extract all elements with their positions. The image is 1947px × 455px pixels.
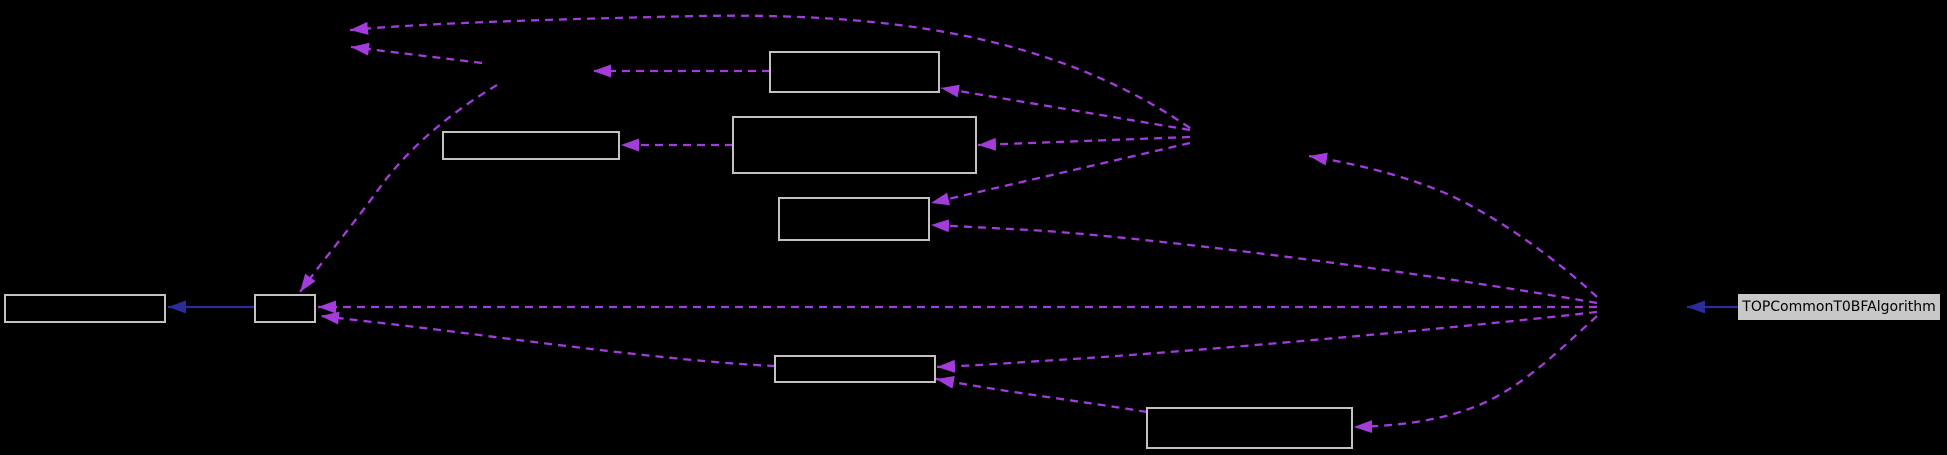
class-node-small[interactable] — [254, 294, 316, 323]
edge-invis-to-topleft — [350, 42, 483, 65]
dashed-edges — [299, 14, 1598, 434]
class-node-left[interactable] — [4, 294, 166, 323]
edge-hub-to-node-large — [977, 135, 1191, 151]
edge-node-bottomright-to-node-bottom — [935, 375, 1148, 414]
edge-right-hub-to-node-mid — [930, 219, 1598, 305]
class-node-top[interactable] — [769, 51, 940, 93]
edge-node-bottom-to-node-small — [320, 311, 776, 368]
edge-right-hub-to-node-bottom — [936, 310, 1598, 373]
edge-invis-to-node-small-left — [299, 84, 498, 293]
edge-hub-to-topleft — [349, 14, 1191, 129]
class-node-large[interactable] — [732, 116, 977, 174]
edge-hub-to-node-mid — [930, 141, 1191, 206]
class-node-bottomright[interactable] — [1146, 407, 1353, 449]
class-node-bottom[interactable] — [774, 355, 936, 383]
edge-hub-to-node-top — [940, 84, 1191, 132]
class-nodes — [4, 51, 1353, 449]
class-node-mid[interactable] — [778, 197, 930, 241]
class-node-row[interactable] — [442, 131, 620, 160]
main-class-node: TOPCommonT0BFAlgorithm — [1738, 294, 1940, 320]
edge-right-hub-up — [1308, 152, 1598, 298]
edge-right-hub-to-node-bottomright — [1353, 315, 1598, 434]
